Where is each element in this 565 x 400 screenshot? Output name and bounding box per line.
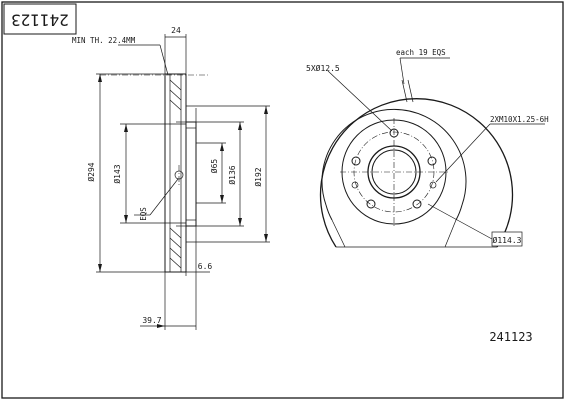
threaded-holes-label: 2XM10X1.25-6H xyxy=(490,115,549,124)
bolt-hole xyxy=(366,199,376,209)
vent-note-label: each 19 EQS xyxy=(396,48,446,57)
front-view: 5XØ12.5 each 19 EQS 2XM10X1.25-6H Ø114.3 xyxy=(306,48,549,248)
threaded-holes xyxy=(351,181,437,189)
bolt-circle-label: Ø114.3 xyxy=(493,235,522,245)
hat-offset-label: 6.6 xyxy=(198,262,213,271)
part-number-rotated: 241123 xyxy=(11,11,69,30)
thickness-dimension: 24 xyxy=(171,26,181,35)
eqs-label: EQS xyxy=(139,207,148,221)
center-bore-label: Ø65 xyxy=(209,159,219,174)
total-height-label: 39.7 xyxy=(142,316,161,325)
hat-diameter-label: Ø136 xyxy=(227,165,237,184)
side-view: MIN TH. 22.4MM 24 Ø294 Ø143 EQS Ø65 xyxy=(72,26,270,330)
part-number-label: 241123 xyxy=(489,330,532,344)
min-thickness-label: MIN TH. 22.4MM xyxy=(72,36,136,45)
bolt-hole xyxy=(427,156,437,166)
bolt-hole xyxy=(351,156,361,166)
inner-ring-diameter-label: Ø192 xyxy=(253,167,263,186)
bolt-hole xyxy=(412,199,422,209)
part-number-box: 241123 xyxy=(3,3,77,35)
vent-vanes xyxy=(169,79,182,269)
threaded-hole xyxy=(429,181,437,189)
outer-diameter-label: Ø294 xyxy=(86,162,96,181)
hub-diameter-label: Ø143 xyxy=(112,164,122,183)
threaded-hole xyxy=(351,181,359,189)
bolt-holes-label: 5XØ12.5 xyxy=(306,63,340,73)
